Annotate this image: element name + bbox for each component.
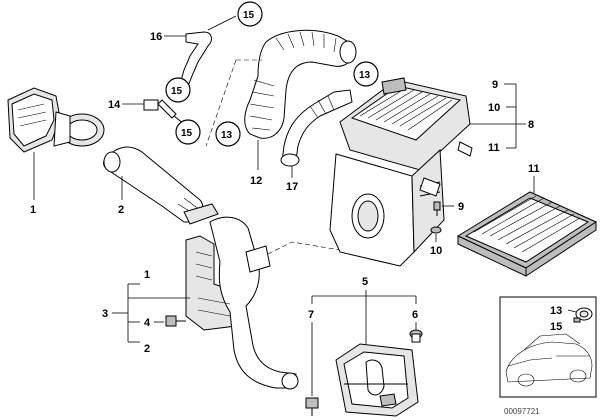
callout-4: 4 <box>144 317 151 329</box>
inset-box: 13 15 <box>499 296 597 398</box>
callout-2-hose: 2 <box>118 204 124 216</box>
bolt-9 <box>433 201 441 216</box>
callout-10-top: 10 <box>488 102 500 114</box>
screw-7 <box>305 397 319 416</box>
vent-valve <box>143 99 185 125</box>
vehicle-silhouette-icon <box>505 333 593 387</box>
callout-15-low: 15 <box>181 128 193 139</box>
callout-13-left: 13 <box>221 130 233 141</box>
diagram-part-number: 00097721 <box>504 407 540 416</box>
callout-13-inset: 13 <box>550 305 562 317</box>
callout-12: 12 <box>250 175 262 187</box>
hose-clamp-icon <box>573 307 593 323</box>
intake-snorkel <box>7 87 105 153</box>
grommet-10 <box>430 226 442 234</box>
corrugated-boot <box>244 29 357 139</box>
callout-6: 6 <box>412 309 418 321</box>
callout-3: 3 <box>102 308 108 320</box>
callout-14: 14 <box>108 99 121 111</box>
screw-4 <box>165 315 186 327</box>
callout-15-mid: 15 <box>171 86 183 97</box>
air-filter-element <box>456 191 598 277</box>
callout-13-right: 13 <box>359 70 371 81</box>
callout-10-side: 10 <box>430 245 442 257</box>
elbow-hose <box>280 89 353 167</box>
callout-17: 17 <box>286 181 298 193</box>
intake-duct <box>185 216 299 390</box>
callout-9-top: 9 <box>492 79 498 91</box>
callout-1-bracket: 1 <box>144 269 150 281</box>
intake-hose <box>103 146 219 225</box>
callout-15-inset: 15 <box>550 321 562 333</box>
callout-9-side: 9 <box>458 201 464 213</box>
callout-5: 5 <box>362 276 368 288</box>
callout-7: 7 <box>308 309 314 321</box>
screw-6 <box>409 329 423 343</box>
callout-8: 8 <box>528 119 534 131</box>
callout-15-top: 15 <box>243 10 255 21</box>
callout-2-bracket: 2 <box>144 343 150 355</box>
callout-11-top: 11 <box>488 142 500 154</box>
resonator <box>335 343 419 417</box>
callout-11-filter: 11 <box>528 163 540 175</box>
callout-16: 16 <box>150 31 162 43</box>
callout-1-intake: 1 <box>30 204 36 216</box>
air-filter-housing <box>329 77 473 267</box>
